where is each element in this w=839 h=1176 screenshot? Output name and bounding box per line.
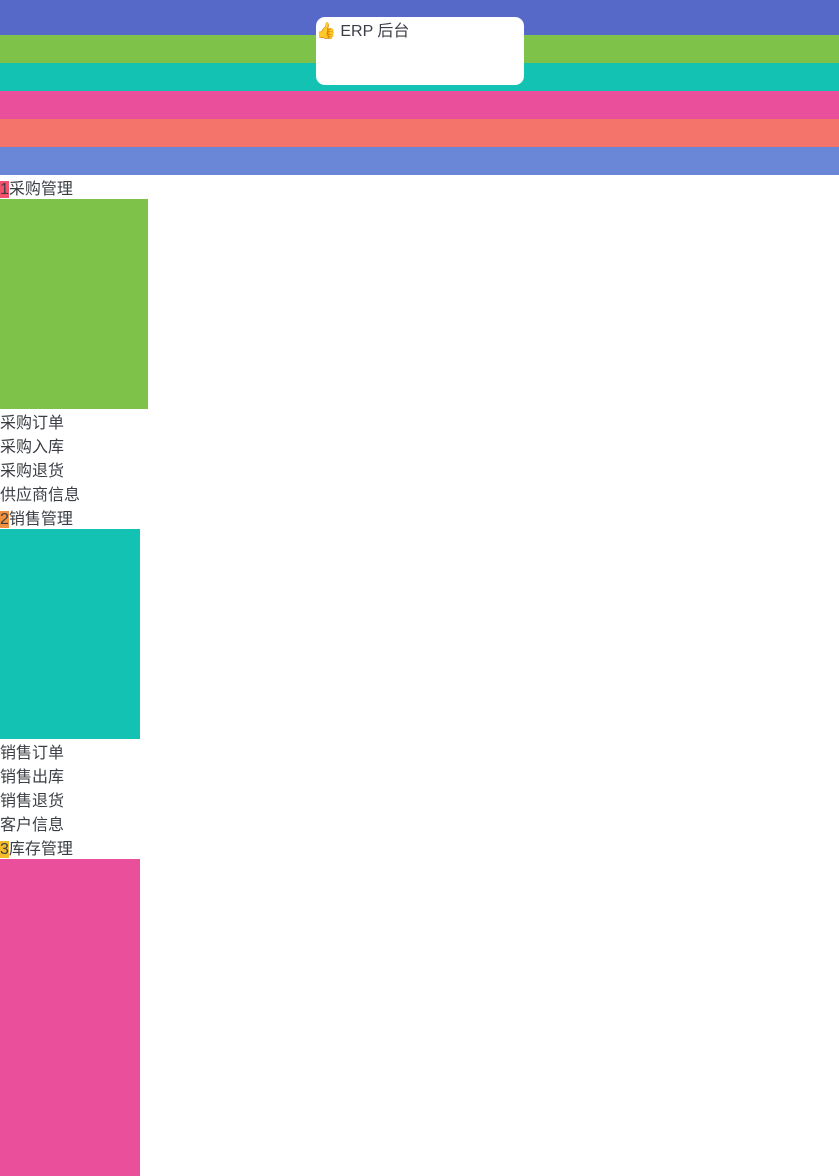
column-采购管理: 1采购管理采购订单采购入库采购退货供应商信息 [0,175,148,505]
list-item-label: 采购入库 [0,439,65,456]
connector-drop-5 [0,147,839,175]
list-item-label: 供应商信息 [0,487,81,504]
list-item-label: 采购订单 [0,415,65,432]
column-items: 仓库信息产品库存其它出库其它入库库存调拨库存盘点出库库明细 [0,859,140,1176]
connector-drop-4 [0,119,839,147]
list-item[interactable]: 采购退货 [0,457,148,481]
column-title: 库存管理 [8,841,73,858]
column-title: 销售管理 [8,511,73,528]
list-item[interactable]: 销售出库 [0,763,140,787]
column-items: 采购订单采购入库采购退货供应商信息 [0,199,148,505]
column-header-采购管理[interactable]: 1采购管理 [0,175,148,199]
list-item[interactable]: 采购订单 [0,409,148,433]
column-badge-1: 1 [0,181,9,198]
column-title: 采购管理 [8,181,73,198]
column-badge-3: 3 [0,841,9,858]
column-销售管理: 2销售管理销售订单销售出库销售退货客户信息 [0,505,140,835]
list-item[interactable]: 采购入库 [0,433,148,457]
column-spine [0,529,140,739]
root-node-card[interactable]: 👍 ERP 后台 [316,17,524,85]
list-item-label: 销售退货 [0,793,65,810]
thumbs-up-icon: 👍 [316,23,336,40]
list-item[interactable]: 销售订单 [0,739,140,763]
column-badge-2: 2 [0,511,9,528]
column-header-销售管理[interactable]: 2销售管理 [0,505,140,529]
connector-drop-3 [0,91,839,119]
list-item-label: 采购退货 [0,463,65,480]
list-item[interactable]: 销售退货 [0,787,140,811]
list-item-label: 销售订单 [0,745,65,762]
connector-lines [0,0,839,175]
column-header-库存管理[interactable]: 3库存管理 [0,835,140,859]
column-库存管理: 3库存管理仓库信息产品库存其它出库其它入库库存调拨库存盘点出库库明细 [0,835,140,1176]
column-items: 销售订单销售出库销售退货客户信息 [0,529,140,835]
column-spine [0,859,140,1176]
list-item[interactable]: 供应商信息 [0,481,148,505]
list-item[interactable]: 客户信息 [0,811,140,835]
list-item-label: 销售出库 [0,769,65,786]
root-node-title: ERP 后台 [340,23,410,40]
column-spine [0,199,148,409]
list-item-label: 客户信息 [0,817,65,834]
